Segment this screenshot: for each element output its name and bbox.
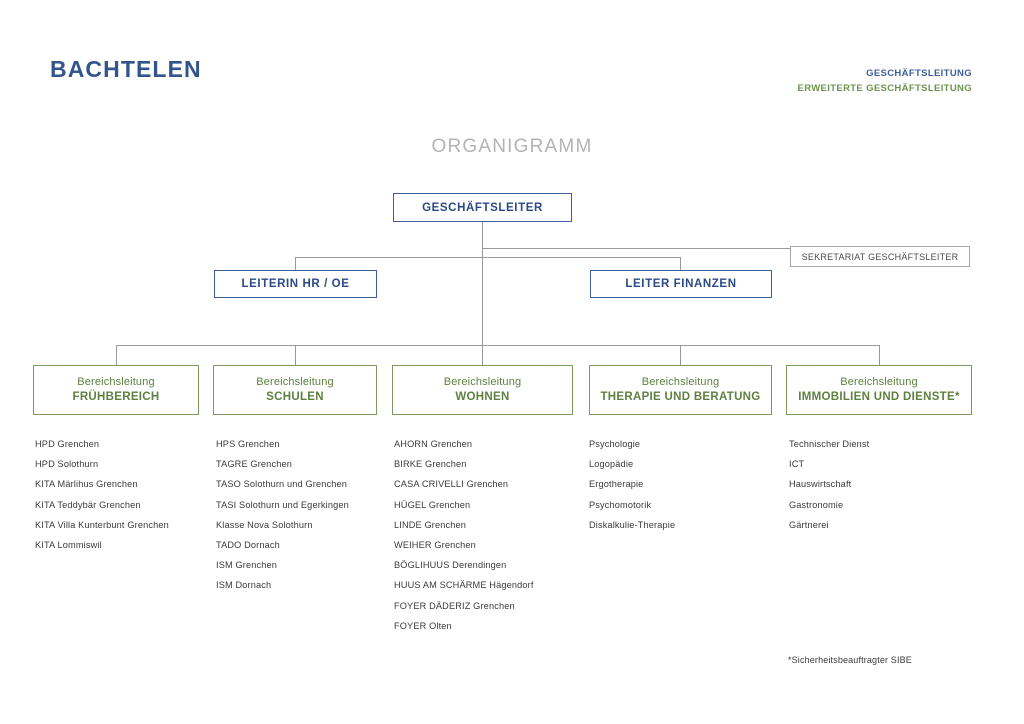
- list-item: Ergotherapie: [589, 479, 644, 490]
- connector-division-5-drop: [879, 345, 880, 365]
- node-leiterin-hr-oe-label: LEITERIN HR / OE: [241, 278, 350, 290]
- connector-division-3-drop: [482, 345, 483, 365]
- list-item: FOYER Olten: [394, 620, 452, 631]
- node-leiterin-hr-oe[interactable]: LEITERIN HR / OE: [214, 270, 377, 298]
- list-item: TASI Solothurn und Egerkingen: [216, 499, 349, 510]
- division-name-label: SCHULEN: [266, 391, 324, 403]
- list-item: BIRKE Grenchen: [394, 459, 467, 470]
- list-item: Psychomotorik: [589, 499, 652, 510]
- list-item: TAGRE Grenchen: [216, 459, 292, 470]
- page-title: ORGANIGRAMM: [431, 136, 593, 157]
- list-item: KITA Lommiswil: [35, 540, 102, 551]
- node-leiter-finanzen-label: LEITER FINANZEN: [625, 278, 737, 290]
- division-name-label: WOHNEN: [455, 391, 510, 403]
- list-item: HUUS AM SCHÄRME Hägendorf: [394, 580, 534, 591]
- list-item: ISM Dornach: [216, 580, 272, 591]
- list-item: Hauswirtschaft: [789, 479, 852, 490]
- list-item: ISM Grenchen: [216, 560, 278, 571]
- connector-division-1-drop: [116, 345, 117, 365]
- connector-trunk-vertical: [482, 221, 483, 363]
- legend: GESCHÄFTSLEITUNG ERWEITERTE GESCHÄFTSLEI…: [798, 66, 972, 96]
- list-item: ICT: [789, 459, 805, 470]
- division-prefix-label: Bereichsleitung: [256, 376, 334, 388]
- node-sekretariat-label: SEKRETARIAT GESCHÄFTSLEITER: [801, 251, 959, 262]
- footnote-sibe: *Sicherheitsbeauftragter SIBE: [788, 655, 912, 665]
- division-prefix-label: Bereichsleitung: [840, 376, 918, 388]
- legend-item-erweiterte-geschaeftsleitung: ERWEITERTE GESCHÄFTSLEITUNG: [797, 83, 972, 94]
- node-bereichsleitung-therapie-und-beratung[interactable]: Bereichsleitung THERAPIE UND BERATUNG: [589, 365, 772, 415]
- list-item: Logopädie: [589, 459, 634, 470]
- list-item: WEIHER Grenchen: [394, 540, 476, 551]
- company-logo-bachtelen: BACHTELEN: [50, 56, 202, 82]
- connector-secretariat-horizontal: [482, 248, 790, 249]
- division-prefix-label: Bereichsleitung: [77, 376, 155, 388]
- list-item: HÜGEL Grenchen: [394, 499, 471, 510]
- division-prefix-label: Bereichsleitung: [443, 376, 522, 388]
- list-item: Gärtnerei: [789, 519, 829, 530]
- list-item: KITA Villa Kunterbunt Grenchen: [35, 519, 169, 530]
- division-name-label: IMMOBILIEN UND DIENSTE*: [798, 391, 960, 403]
- node-bereichsleitung-wohnen[interactable]: Bereichsleitung WOHNEN: [392, 365, 573, 415]
- list-item: KITA Teddybär Grenchen: [35, 499, 141, 510]
- node-bereichsleitung-fruehbereich[interactable]: Bereichsleitung FRÜHBEREICH: [33, 365, 199, 415]
- connector-level1-horizontal: [295, 257, 681, 258]
- list-item: HPD Grenchen: [35, 439, 100, 449]
- legend-item-geschaeftsleitung: GESCHÄFTSLEITUNG: [866, 68, 972, 79]
- list-item: FOYER DÄDERIZ Grenchen: [394, 600, 515, 611]
- division-name-label: THERAPIE UND BERATUNG: [600, 391, 761, 403]
- list-item: Psychologie: [589, 439, 641, 449]
- connector-hr-drop: [295, 257, 296, 271]
- node-bereichsleitung-schulen[interactable]: Bereichsleitung SCHULEN: [213, 365, 377, 415]
- connector-division-4-drop: [680, 345, 681, 365]
- list-item: AHORN Grenchen: [394, 439, 473, 449]
- division-prefix-label: Bereichsleitung: [641, 376, 720, 388]
- division-name-label: FRÜHBEREICH: [72, 391, 160, 403]
- node-leiter-finanzen[interactable]: LEITER FINANZEN: [590, 270, 772, 298]
- list-item: KITA Märlihus Grenchen: [35, 479, 138, 490]
- connector-divisions-horizontal: [116, 345, 879, 346]
- list-item: LINDE Grenchen: [394, 519, 467, 530]
- node-geschaeftsleiter[interactable]: GESCHÄFTSLEITER: [393, 193, 572, 222]
- list-item: TADO Dornach: [216, 540, 280, 551]
- list-item: BÖGLIHUUS Derendingen: [394, 560, 507, 571]
- node-bereichsleitung-immobilien-und-dienste[interactable]: Bereichsleitung IMMOBILIEN UND DIENSTE*: [786, 365, 972, 415]
- node-geschaeftsleiter-label: GESCHÄFTSLEITER: [422, 201, 543, 214]
- list-item: HPS Grenchen: [216, 439, 280, 449]
- list-item: CASA CRIVELLI Grenchen: [394, 479, 509, 490]
- list-item: Diskalkulie-Therapie: [589, 519, 676, 530]
- list-item: Gastronomie: [789, 499, 844, 510]
- list-item: HPD Solothurn: [35, 459, 99, 470]
- list-item: Technischer Dienst: [789, 439, 870, 449]
- connector-division-2-drop: [295, 345, 296, 365]
- list-item: TASO Solothurn und Grenchen: [216, 479, 348, 490]
- node-sekretariat-geschaeftsleiter[interactable]: SEKRETARIAT GESCHÄFTSLEITER: [790, 246, 970, 267]
- list-item: Klasse Nova Solothurn: [216, 519, 313, 530]
- connector-finance-drop: [680, 257, 681, 271]
